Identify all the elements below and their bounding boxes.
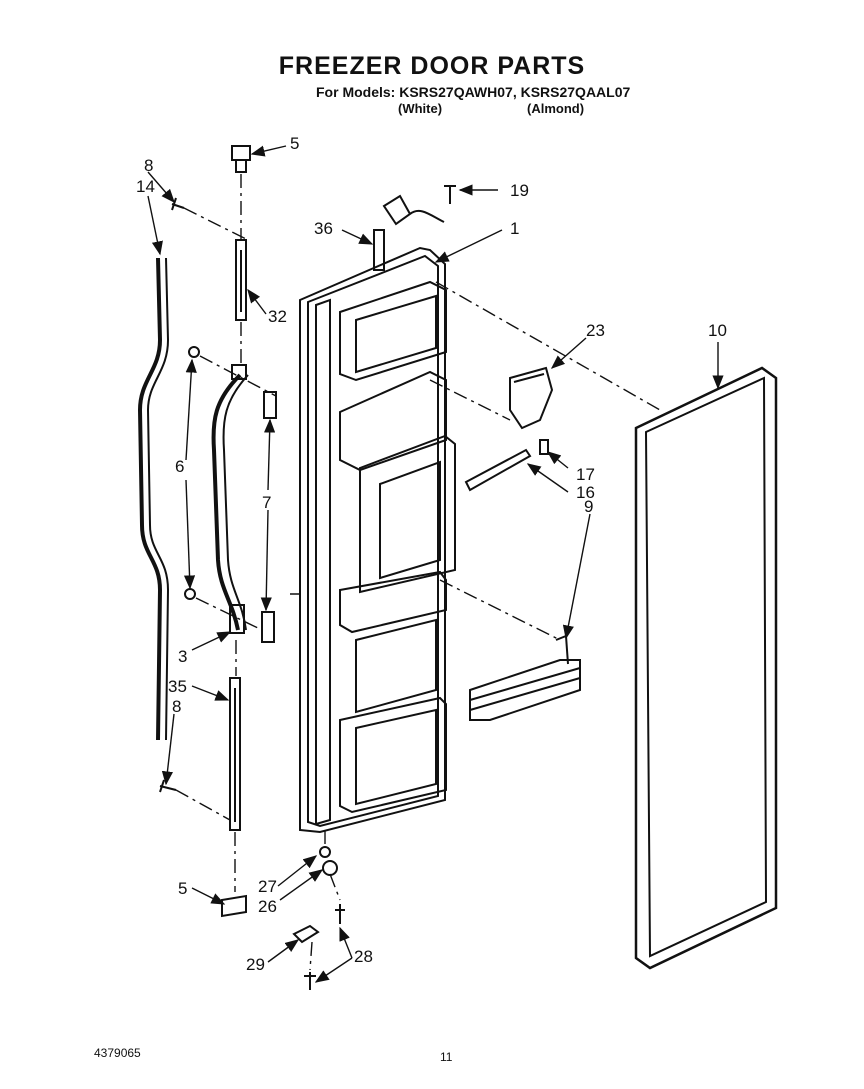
callout-23: 23 xyxy=(586,321,605,340)
callout-8-bottom: 8 xyxy=(172,697,181,716)
callout-16: 16 xyxy=(576,483,595,502)
handle-trim-part xyxy=(137,257,170,741)
door-bin-part xyxy=(469,634,581,721)
variant-almond: (Almond) xyxy=(527,101,585,116)
hinge-cap-top xyxy=(231,145,251,173)
callout-32: 32 xyxy=(268,307,287,326)
page-number: 11 xyxy=(440,1050,453,1064)
callout-27: 27 xyxy=(258,877,277,896)
callout-36: 36 xyxy=(314,219,333,238)
model-list: For Models: KSRS27QAWH07, KSRS27QAAL07 xyxy=(316,84,631,100)
hinge-bracket-lower xyxy=(229,677,241,831)
screw-bottom xyxy=(159,779,177,793)
callout-28: 28 xyxy=(354,947,373,966)
dispenser-chute xyxy=(509,366,554,430)
callout-9: 9 xyxy=(584,497,593,516)
hinge-bracket-upper xyxy=(235,239,247,321)
wire-cover xyxy=(373,229,385,271)
callout-6: 6 xyxy=(175,457,184,476)
door-gasket-part xyxy=(634,366,778,970)
wire-harness xyxy=(382,194,445,226)
callout-8-top: 8 xyxy=(144,156,153,175)
callout-35: 35 xyxy=(168,677,187,696)
washer xyxy=(319,846,331,858)
callout-17: 17 xyxy=(576,465,595,484)
light-clip xyxy=(539,439,549,455)
callout-1: 1 xyxy=(510,219,519,238)
variant-white: (White) xyxy=(398,101,443,116)
callout-19: 19 xyxy=(510,181,529,200)
spacer-lower xyxy=(261,611,275,643)
callout-3: 3 xyxy=(178,647,187,666)
document-number: 4379065 xyxy=(94,1046,141,1060)
screw-hinge xyxy=(335,904,345,924)
callout-7: 7 xyxy=(262,493,271,512)
bushing xyxy=(322,860,338,876)
screw-wire xyxy=(444,185,456,204)
screw-handle-upper xyxy=(188,346,200,358)
callout-29: 29 xyxy=(246,955,265,974)
screw-handle-lower xyxy=(184,588,196,600)
door-handle-part xyxy=(211,364,249,634)
light-strip xyxy=(464,448,532,492)
spacer-upper xyxy=(263,391,277,419)
callout-14: 14 xyxy=(136,177,155,196)
hinge-plate xyxy=(292,924,320,944)
callout-10: 10 xyxy=(708,321,727,340)
callout-5-top: 5 xyxy=(290,134,299,153)
hinge-cap-bottom xyxy=(221,894,247,918)
screw-top xyxy=(171,197,185,211)
screw-hinge-bottom xyxy=(304,972,316,990)
door-panel-part xyxy=(299,246,456,834)
callout-5-bottom: 5 xyxy=(178,879,187,898)
page-title: FREEZER DOOR PARTS xyxy=(278,52,586,80)
callout-26: 26 xyxy=(258,897,277,916)
